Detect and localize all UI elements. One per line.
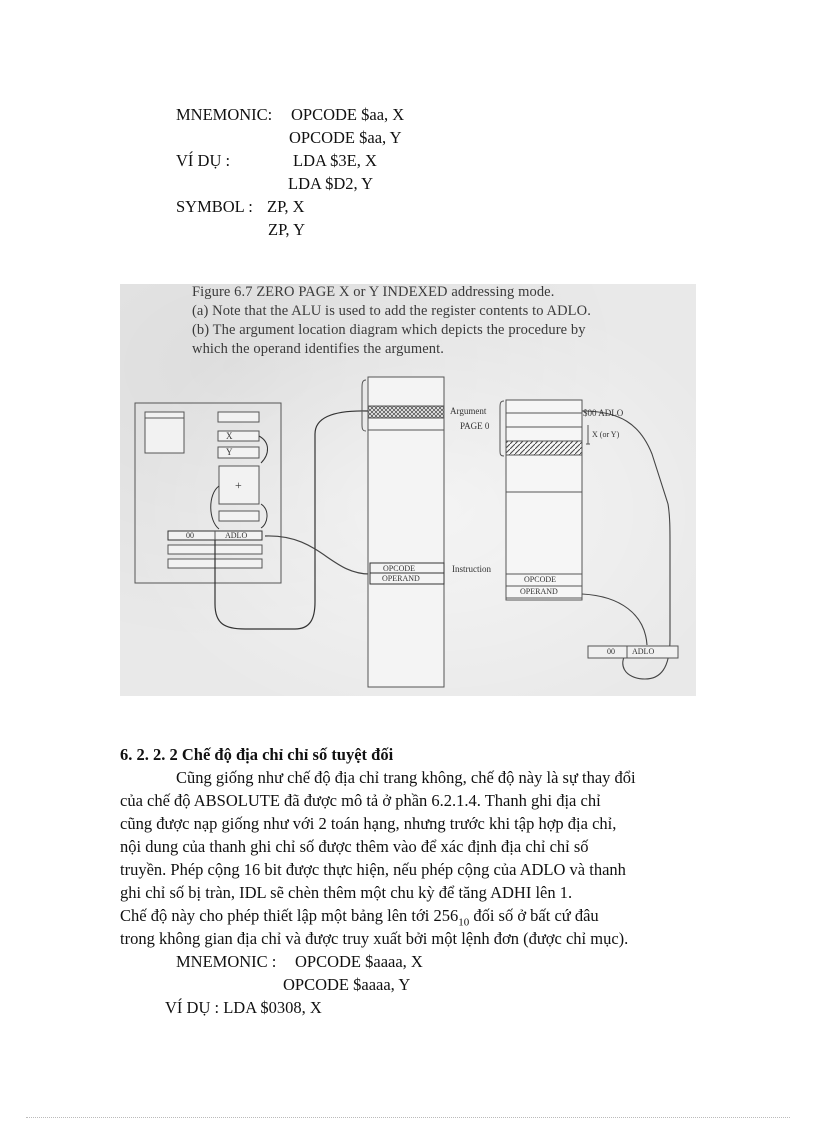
alu-plus-label: + (235, 478, 242, 492)
figure-caption-line-2: (a) Note that the ALU is used to add the… (192, 303, 591, 319)
instruction-opcode-label: OPCODE (383, 564, 416, 573)
base-10-subscript: 10 (458, 916, 470, 929)
symbol-label: SYMBOL : (176, 197, 253, 216)
abs-mnemonic-line-2: OPCODE $aaaa, Y (283, 975, 411, 994)
figure-caption-line-4: which the operand identifies the argumen… (192, 341, 444, 357)
argument-label: Argument (450, 406, 487, 416)
abs-mnemonic-line-1: OPCODE $aaaa, X (295, 952, 423, 971)
paragraph-1-line-4: nội dung của thanh ghi chỉ số được thêm … (120, 837, 589, 856)
eff-addr-lo-label: ADLO (632, 647, 655, 656)
symbol-line-2: ZP, Y (268, 220, 305, 239)
addressing-diagram (134, 376, 679, 688)
paragraph-1-line-5: truyền. Phép cộng 16 bit được thực hiện,… (120, 860, 626, 879)
paragraph-1-line-6: ghi chỉ số bị tràn, IDL sẽ chèn thêm một… (120, 883, 573, 902)
mnemonic-line-2: OPCODE $aa, Y (289, 128, 402, 147)
base-adlo-label: $00 ADLO (583, 408, 624, 418)
page-bottom-border (26, 1117, 790, 1119)
abs-example: VÍ DỤ : LDA $0308, X (165, 998, 322, 1017)
paragraph-1-line-3: cũng được nạp giống như với 2 toán hạng,… (120, 814, 617, 833)
symbol-line-1: ZP, X (267, 197, 305, 216)
example-line-2: LDA $D2, Y (288, 174, 374, 193)
paragraph-2-text-b: đối số ở bất cứ đâu (469, 906, 599, 925)
example-label: VÍ DỤ : (176, 151, 231, 170)
mnemonic-label: MNEMONIC: (176, 105, 273, 124)
example-line-1: LDA $3E, X (293, 151, 377, 170)
register-x-label: X (226, 431, 233, 441)
index-offset-label: X (or Y) (592, 430, 620, 439)
cpu-addr-lo-label: ADLO (225, 531, 248, 540)
opcode-label: OPCODE (524, 575, 557, 584)
instruction-label: Instruction (452, 564, 491, 574)
scanned-figure: Figure 6.7 ZERO PAGE X or Y INDEXED addr… (120, 284, 696, 696)
paragraph-2-line-2: trong không gian địa chỉ và được truy xu… (120, 929, 629, 948)
abs-mnemonic-label: MNEMONIC : (176, 952, 277, 971)
paragraph-1-line-1: Cũng giống như chế độ địa chỉ trang khôn… (176, 768, 636, 787)
cpu-block (134, 402, 282, 584)
instruction-operand-label: OPERAND (382, 574, 420, 583)
page0-label: PAGE 0 (460, 421, 490, 431)
figure-caption-line-3: (b) The argument location diagram which … (192, 322, 586, 338)
section-heading: 6. 2. 2. 2 Chế độ địa chỉ chỉ số tuyệt đ… (120, 745, 394, 764)
figure-caption-line-1: Figure 6.7 ZERO PAGE X or Y INDEXED addr… (192, 284, 555, 300)
paragraph-2-line-1: Chế độ này cho phép thiết lập một bảng l… (120, 905, 599, 933)
cpu-addr-hi-label: 00 (186, 531, 194, 540)
operand-label: OPERAND (520, 587, 558, 596)
mnemonic-line-1: OPCODE $aa, X (291, 105, 405, 124)
eff-addr-hi-label: 00 (607, 647, 615, 656)
register-y-label: Y (226, 447, 233, 457)
paragraph-1-line-2: của chế độ ABSOLUTE đã được mô tả ở phần… (120, 791, 601, 810)
paragraph-2-text-a: Chế độ này cho phép thiết lập một bảng l… (120, 906, 459, 925)
